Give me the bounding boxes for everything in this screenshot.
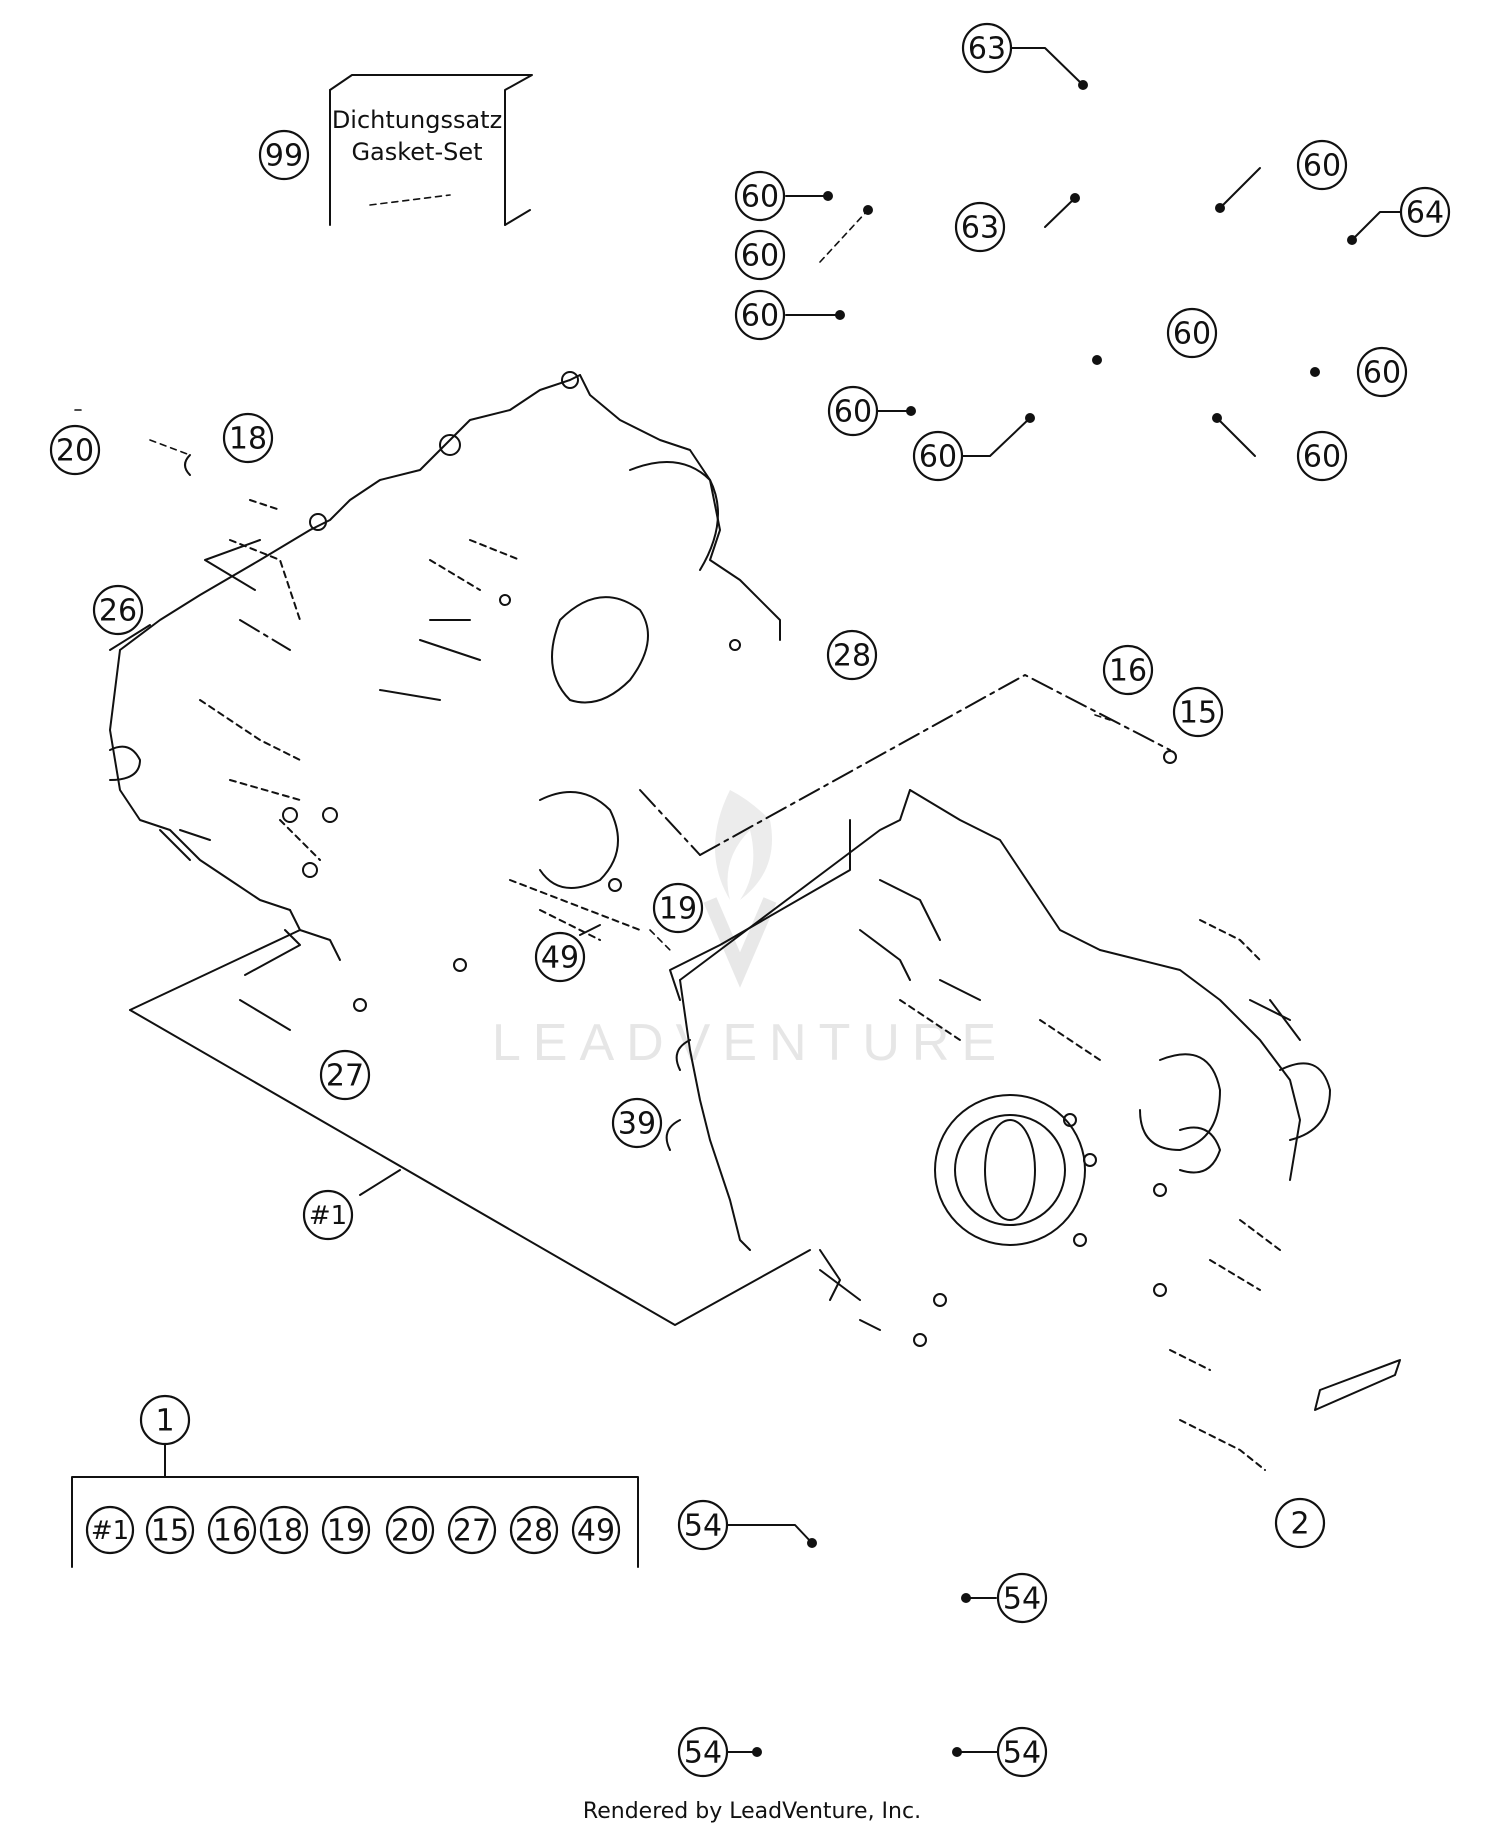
callout-54-d[interactable]: 54 (996, 1726, 1048, 1778)
svg-text:54: 54 (684, 1509, 722, 1544)
svg-text:20: 20 (391, 1514, 429, 1549)
svg-text:28: 28 (515, 1514, 553, 1549)
svg-text:27: 27 (326, 1059, 364, 1094)
kit-item[interactable]: 15 (145, 1505, 195, 1555)
callout-60-i[interactable]: 60 (1296, 430, 1348, 482)
svg-text:60: 60 (1303, 440, 1341, 475)
kit-item[interactable]: #1 (85, 1505, 135, 1555)
svg-text:16: 16 (213, 1514, 251, 1549)
kit-items: #1 15 16 18 19 20 27 28 49 (85, 1505, 621, 1555)
callout-hash1[interactable]: #1 (302, 1189, 354, 1241)
svg-text:18: 18 (265, 1514, 303, 1549)
callout-18[interactable]: 18 (222, 412, 274, 464)
callout-60-c[interactable]: 60 (734, 289, 786, 341)
callout-16[interactable]: 16 (1102, 644, 1154, 696)
svg-text:60: 60 (741, 180, 779, 215)
svg-text:#1: #1 (309, 1201, 347, 1231)
callout-63-top[interactable]: 63 (961, 22, 1013, 74)
callout-60-h[interactable]: 60 (912, 430, 964, 482)
svg-text:16: 16 (1109, 654, 1147, 689)
kit-item[interactable]: 16 (207, 1505, 257, 1555)
svg-text:63: 63 (961, 211, 999, 246)
callout-99[interactable]: 99 (258, 129, 310, 181)
gasket-set-label-en: Gasket-Set (351, 138, 482, 166)
gasket-set-box: Dichtungssatz Gasket-Set (329, 74, 533, 226)
callouts: 99 63 63 64 60 60 60 60 60 60 60 60 60 2… (49, 22, 1451, 1778)
svg-text:39: 39 (618, 1107, 656, 1142)
callout-60-b[interactable]: 60 (734, 229, 786, 281)
callout-1[interactable]: 1 (139, 1394, 191, 1446)
svg-text:64: 64 (1406, 196, 1444, 231)
svg-text:54: 54 (1003, 1736, 1041, 1771)
svg-text:1: 1 (155, 1404, 174, 1439)
svg-text:60: 60 (1303, 149, 1341, 184)
svg-text:60: 60 (741, 239, 779, 274)
svg-text:60: 60 (1363, 356, 1401, 391)
svg-text:20: 20 (56, 434, 94, 469)
svg-text:19: 19 (327, 1514, 365, 1549)
kit-box (71, 1476, 639, 1568)
left-crankcase-half (109, 371, 781, 1012)
callout-28[interactable]: 28 (826, 629, 878, 681)
callout-63-mid[interactable]: 63 (954, 201, 1006, 253)
svg-text:54: 54 (684, 1736, 722, 1771)
kit-item[interactable]: 49 (571, 1505, 621, 1555)
kit-item[interactable]: 28 (509, 1505, 559, 1555)
footer-credit: Rendered by LeadVenture, Inc. (583, 1799, 921, 1824)
svg-text:49: 49 (577, 1514, 615, 1549)
svg-text:63: 63 (968, 32, 1006, 67)
kit-item[interactable]: 20 (385, 1505, 435, 1555)
svg-text:19: 19 (659, 892, 697, 927)
svg-text:26: 26 (99, 594, 137, 629)
callout-60-f[interactable]: 60 (1356, 346, 1408, 398)
watermark-text: LEADVENTURE (492, 1014, 1008, 1072)
callout-54-c[interactable]: 54 (677, 1726, 729, 1778)
kit-item[interactable]: 27 (447, 1505, 497, 1555)
svg-text:#1: #1 (91, 1516, 129, 1546)
svg-text:49: 49 (541, 941, 579, 976)
svg-text:28: 28 (833, 639, 871, 674)
svg-text:18: 18 (229, 422, 267, 457)
svg-text:60: 60 (741, 299, 779, 334)
callout-39[interactable]: 39 (611, 1097, 663, 1149)
callout-49[interactable]: 49 (534, 931, 586, 983)
svg-text:99: 99 (265, 139, 303, 174)
svg-text:2: 2 (1290, 1507, 1309, 1542)
kit-item[interactable]: 18 (259, 1505, 309, 1555)
svg-text:60: 60 (1173, 317, 1211, 352)
callout-54-a[interactable]: 54 (677, 1499, 729, 1551)
right-crankcase-half (665, 789, 1331, 1347)
callout-60-g[interactable]: 60 (827, 385, 879, 437)
bracket-lines (129, 539, 1171, 1326)
callout-26[interactable]: 26 (92, 584, 144, 636)
svg-text:60: 60 (834, 395, 872, 430)
callout-54-b[interactable]: 54 (996, 1572, 1048, 1624)
svg-text:15: 15 (151, 1514, 189, 1549)
svg-text:15: 15 (1179, 696, 1217, 731)
leader-lines (164, 47, 1401, 1757)
callout-15[interactable]: 15 (1172, 686, 1224, 738)
callout-60-e[interactable]: 60 (1166, 307, 1218, 359)
svg-text:27: 27 (453, 1514, 491, 1549)
callout-27[interactable]: 27 (319, 1049, 371, 1101)
callout-60-a[interactable]: 60 (734, 170, 786, 222)
svg-text:54: 54 (1003, 1582, 1041, 1617)
callout-19[interactable]: 19 (652, 882, 704, 934)
kit-item[interactable]: 19 (321, 1505, 371, 1555)
small-parts (74, 409, 1401, 1471)
callout-20[interactable]: 20 (49, 424, 101, 476)
watermark: LEADVENTURE (492, 790, 1008, 1072)
callout-64[interactable]: 64 (1399, 186, 1451, 238)
gasket-set-label-de: Dichtungssatz (332, 106, 502, 134)
callout-2[interactable]: 2 (1274, 1497, 1326, 1549)
svg-text:60: 60 (919, 440, 957, 475)
callout-60-d[interactable]: 60 (1296, 139, 1348, 191)
